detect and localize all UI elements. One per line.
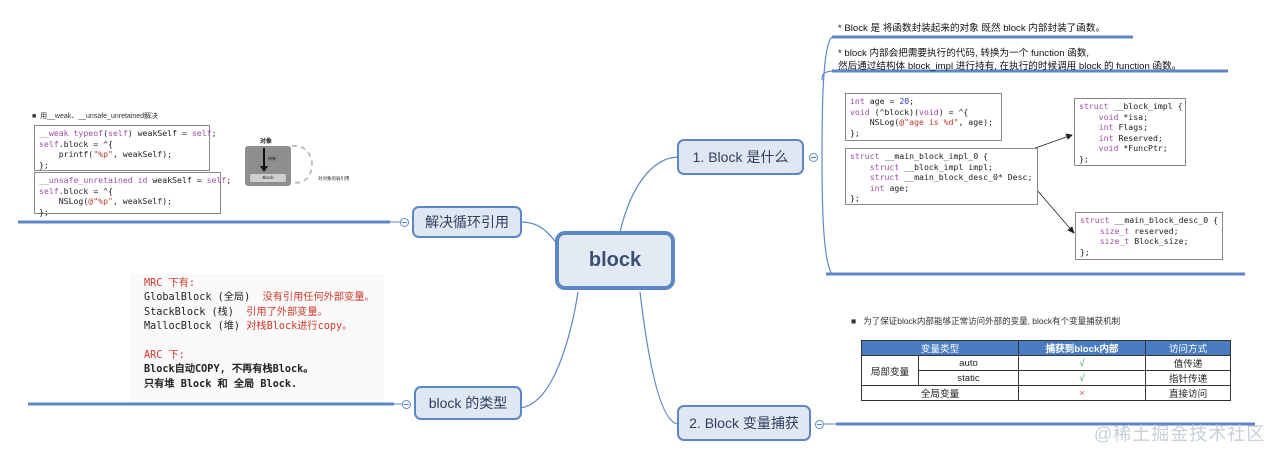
capture-bullet: ■ 为了保证block内部能够正常访问外部的变量, block有个变量捕获机制: [851, 315, 1120, 328]
collapse-what-toggle[interactable]: [809, 153, 818, 162]
branch-types-node[interactable]: block 的类型: [414, 386, 522, 420]
branch-cycle-node[interactable]: 解决循环引用: [412, 206, 522, 238]
code-main-block-impl: struct __main_block_impl_0 { struct __bl…: [845, 148, 1038, 205]
bullet-square-icon: ■: [851, 316, 864, 326]
row-type: 全局变量: [861, 385, 1019, 401]
diagram-object-label: 对象: [260, 139, 273, 145]
diagram-weak-ref-label: 对对象的弱引用: [318, 176, 350, 181]
connector-root-types: [519, 291, 579, 409]
connector-root-cycle: [519, 221, 559, 246]
row-access: 值传递: [1145, 355, 1231, 371]
table-row: 局部变量 auto √ 值传递: [861, 355, 1231, 386]
table-row: 全局变量 × 直接访问: [861, 385, 1231, 401]
cycle-bullet: ■ 用__weak、__unsafe_unretained解决: [32, 110, 158, 123]
row-access: 直接访问: [1145, 385, 1231, 401]
arc-line-2: 只有堆 Block 和 全局 Block.: [144, 378, 298, 390]
diagram-block-box: Block: [250, 174, 286, 182]
mrc-title: MRC 下有:: [144, 278, 196, 289]
row-captured-check-icon: √: [1018, 370, 1146, 386]
branch-what-node[interactable]: 1. Block 是什么: [677, 139, 804, 175]
bullet-square-icon: ■: [32, 113, 41, 120]
mrc-item-stack: StackBlock (栈) 引用了外部变量。: [144, 306, 328, 318]
diagram-hold-arrow-icon: [263, 148, 265, 168]
collapse-cycle-toggle[interactable]: [400, 218, 409, 227]
diagram-hold-label: 持有: [268, 156, 276, 161]
diagram-weak-ref-arc-icon: [291, 144, 313, 184]
row-captured-check-icon: √: [1018, 355, 1146, 371]
code-block-desc: struct __main_block_desc_0 { size_t rese…: [1075, 212, 1223, 260]
what-note-2-line-2: 然后通过结构体 block_impl 进行持有, 在执行的时候调用 block …: [838, 61, 1182, 72]
cycle-bullet-text: 用__weak、__unsafe_unretained解决: [40, 113, 159, 120]
weak-ref-diagram: 对象 持有 Block 对对象的弱引用: [244, 136, 364, 188]
branch-capture-node[interactable]: 2. Block 变量捕获: [677, 405, 811, 441]
code-block-decl: int age = 20; void (^block)(void) = ^{ N…: [845, 93, 1002, 141]
branch-cycle-label: 解决循环引用: [425, 214, 509, 230]
what-note-2: * block 内部会把需要执行的代码, 转换为一个 function 函数, …: [838, 47, 1181, 73]
row-type: auto: [918, 355, 1019, 371]
collapse-capture-toggle[interactable]: [815, 420, 824, 429]
block-types-note: MRC 下有: GlobalBlock (全局) 没有引用任何外部变量。 Sta…: [130, 274, 384, 402]
row-captured-cross-icon: ×: [1018, 385, 1146, 401]
what-note-2-line-1: * block 内部会把需要执行的代码, 转换为一个 function 函数,: [838, 48, 1090, 59]
header-var-type: 变量类型: [861, 340, 1019, 356]
capture-bullet-text: 为了保证block内部能够正常访问外部的变量, block有个变量捕获机制: [863, 316, 1121, 326]
root-node[interactable]: block: [555, 231, 675, 290]
watermark: @稀土掘金技术社区: [1094, 424, 1266, 444]
connector-root-what: [619, 156, 679, 233]
root-label: block: [588, 249, 642, 271]
arc-line-1: Block自动COPY, 不再有栈Block。: [144, 364, 314, 376]
row-type: static: [918, 370, 1019, 386]
header-access: 访问方式: [1145, 340, 1231, 356]
what-note-1: * Block 是 将函数封装起来的对象 既然 block 内部封装了函数。: [838, 23, 1106, 34]
mrc-item-global: GlobalBlock (全局) 没有引用任何外部变量。: [144, 292, 375, 304]
collapse-types-toggle[interactable]: [402, 400, 411, 409]
connector-root-capture: [639, 291, 679, 425]
branch-types-label: block 的类型: [428, 395, 508, 411]
code-weak: __weak typeof(self) weakSelf = self; sel…: [34, 125, 217, 171]
connector-what-note2: [821, 70, 833, 81]
table-header-row: 变量类型 捕获到block内部 访问方式: [861, 340, 1231, 356]
row-access: 指针传递: [1145, 370, 1231, 386]
capture-table: 变量类型 捕获到block内部 访问方式 局部变量 auto √ 值传递 sta…: [861, 340, 1231, 401]
branch-capture-label: 2. Block 变量捕获: [689, 415, 799, 431]
branch-what-label: 1. Block 是什么: [692, 149, 789, 165]
code-unsafe: __unsafe_unretained id weakSelf = self; …: [34, 172, 231, 217]
arc-title: ARC 下:: [144, 350, 185, 362]
local-var-label: 局部变量: [861, 355, 919, 386]
code-block-impl: struct __block_impl { void *isa; int Fla…: [1074, 98, 1186, 166]
header-captured: 捕获到block内部: [1018, 340, 1146, 356]
mrc-item-malloc: MallocBlock (堆) 对栈Block进行copy。: [144, 321, 353, 333]
